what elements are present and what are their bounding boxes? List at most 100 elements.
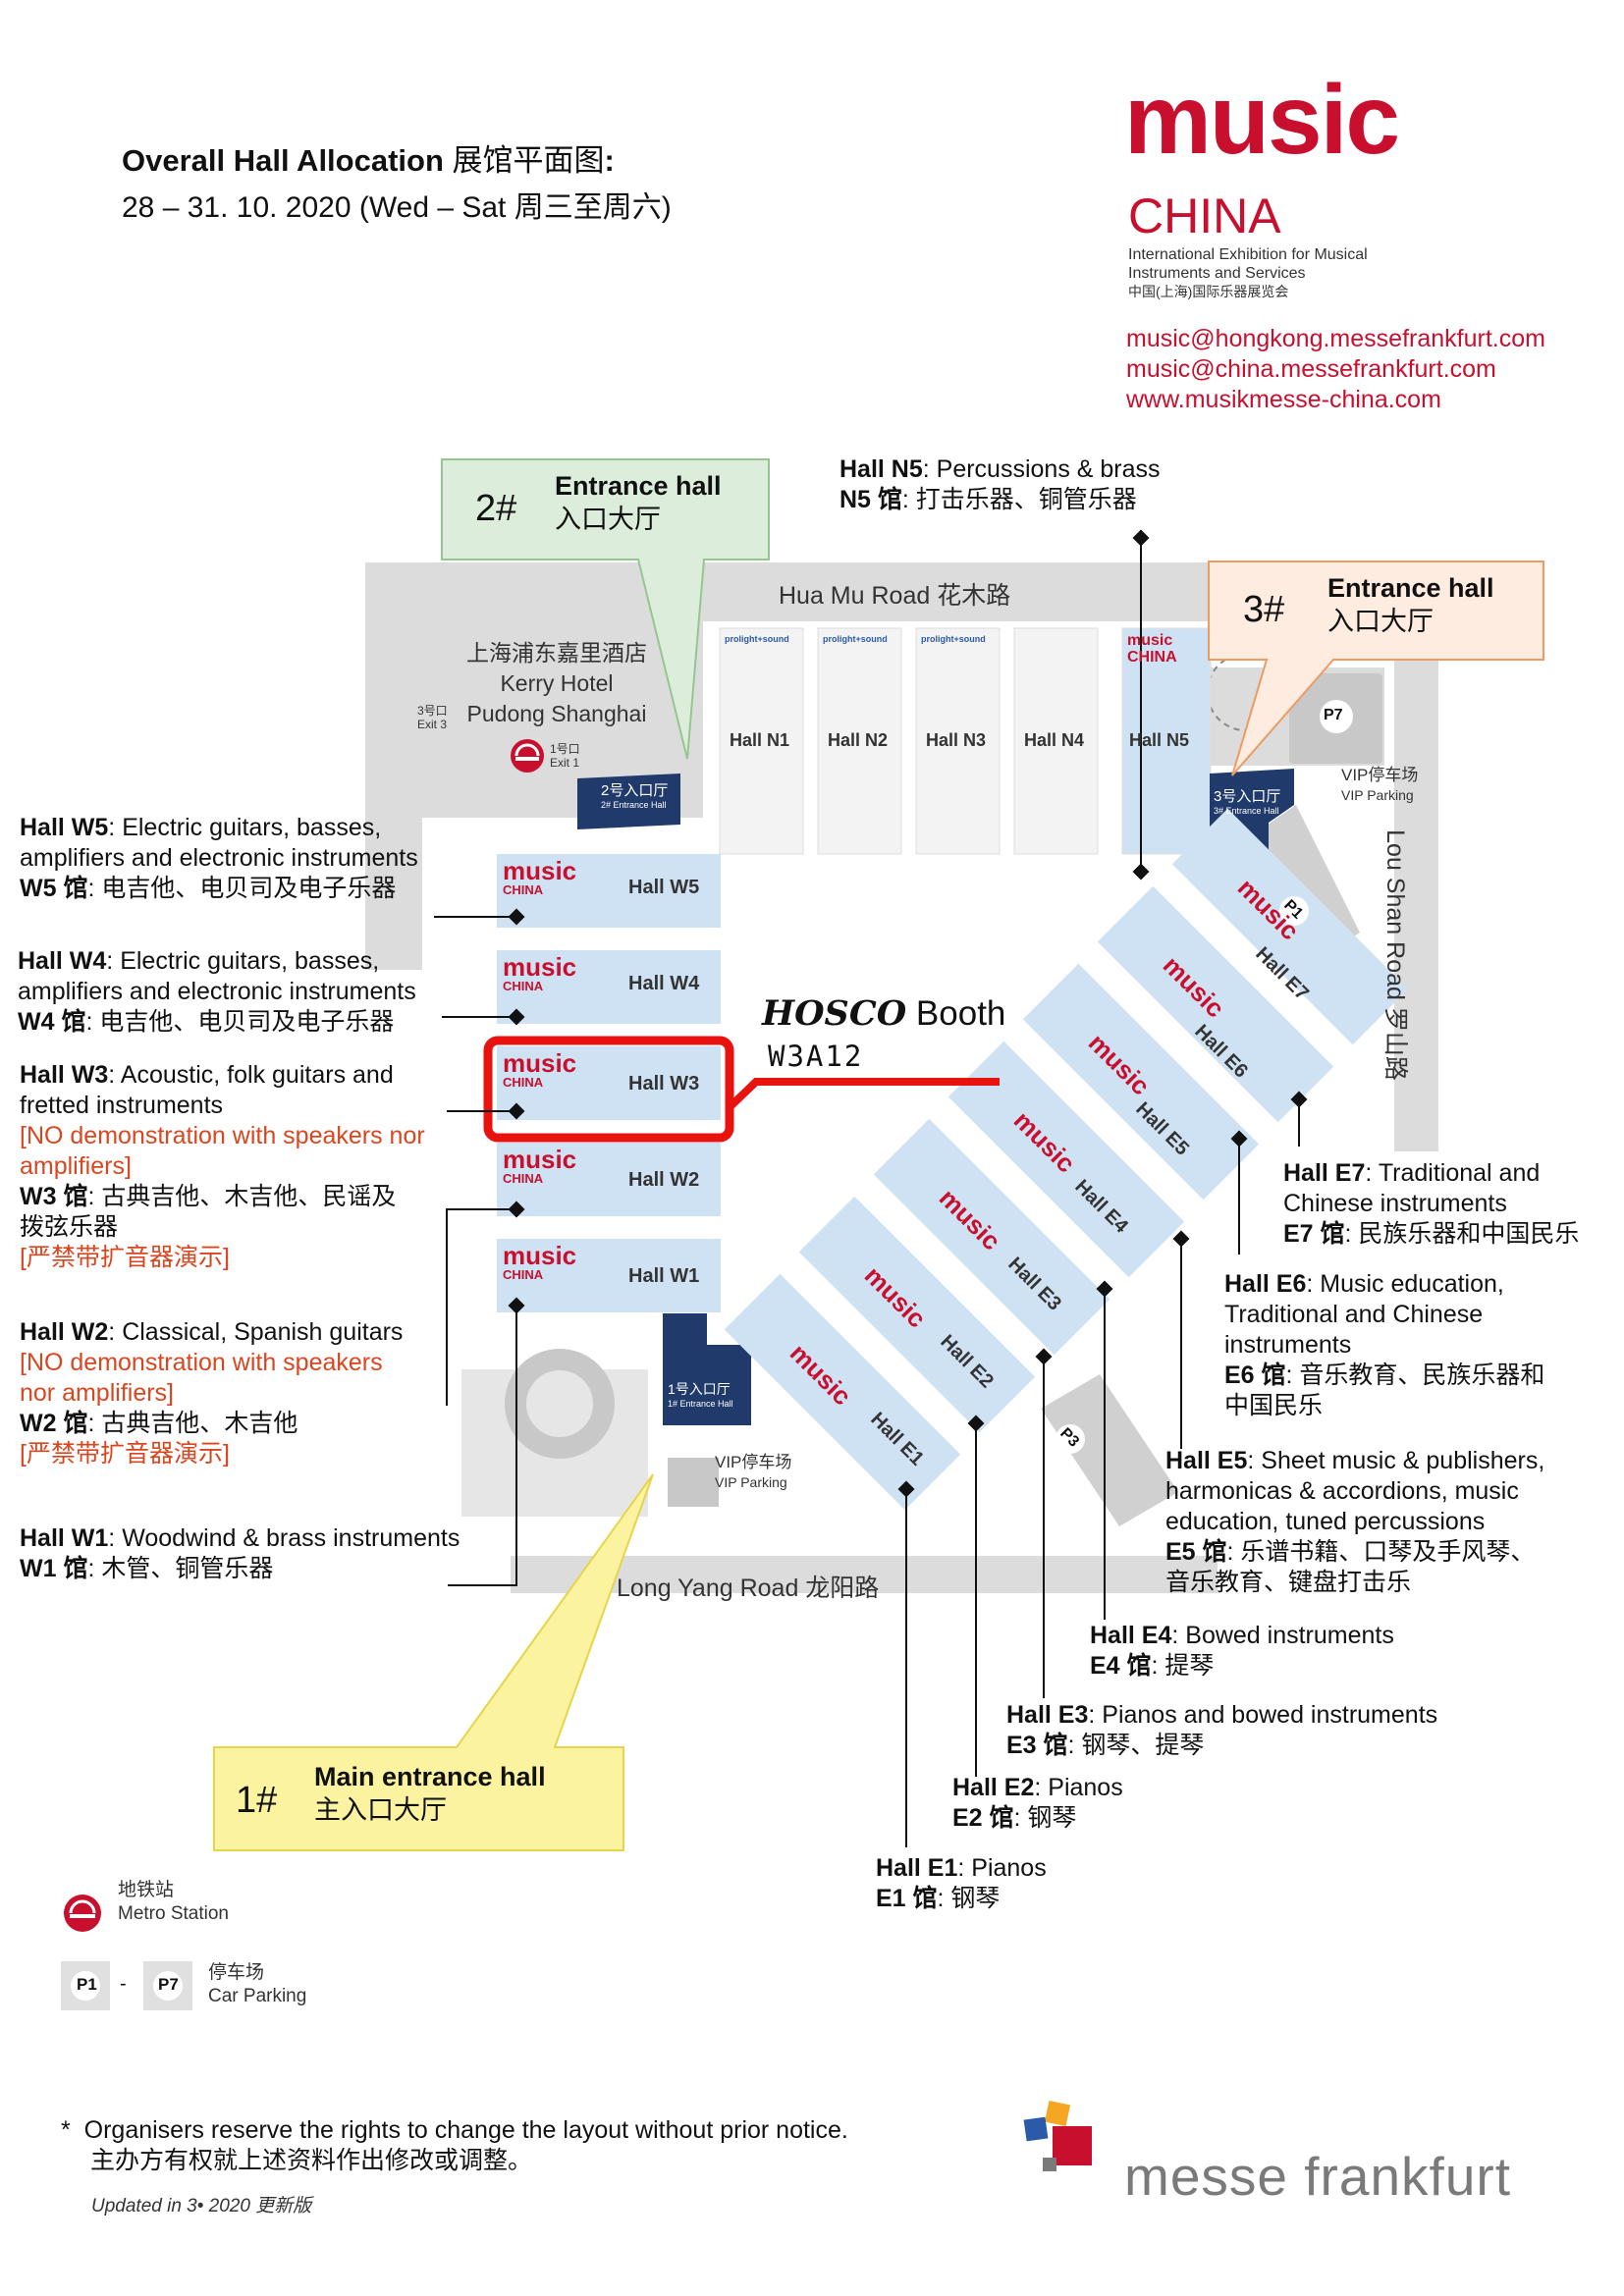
road-north-label: Hua Mu Road 花木路: [779, 582, 1011, 610]
leader-w1: [448, 1306, 517, 1586]
label-e3-name: Hall E3: [1006, 1701, 1089, 1729]
hosco-highlight-box[interactable]: [483, 1036, 734, 1143]
hall-w5-label: Hall W5: [628, 877, 700, 898]
leader-dots: [508, 529, 1308, 1498]
email-china-link[interactable]: music@china.messefrankfurt.com: [1126, 355, 1496, 383]
hosco-booth-title: HOSCO Booth: [762, 993, 1005, 1034]
entrance-2-label: Entrance hall 入口大厅: [555, 469, 722, 536]
label-w2-cn: : 古典吉他、木吉他: [87, 1410, 298, 1437]
east-halls: [724, 808, 1409, 1511]
footer-note-cn: 主办方有权就上述资料作出修改或调整。: [90, 2147, 533, 2174]
hosco-pointer-line: [727, 1078, 1000, 1110]
parking-p7-badge: P7: [1324, 707, 1343, 723]
label-e7-cn: : 民族乐器和中国民乐: [1344, 1220, 1580, 1248]
entrance-2-map-box[interactable]: [577, 774, 680, 829]
entrance-1-map-box[interactable]: [663, 1313, 751, 1425]
label-e1: Hall E1: Pianos E1 馆: 钢琴: [876, 1853, 1047, 1914]
title-colon: :: [604, 143, 615, 178]
event-dates: 28 – 31. 10. 2020 (Wed – Sat 周三至周六): [122, 191, 672, 224]
legend-parking-from: P1: [77, 1975, 97, 1994]
hall-w4-shape[interactable]: [497, 950, 721, 1024]
label-w3-warning-cn: [严禁带扩音器演示]: [20, 1244, 230, 1271]
website-link[interactable]: www.musikmesse-china.com: [1126, 386, 1441, 413]
label-w5-en2: amplifiers and electronic instruments: [20, 844, 418, 872]
entrance-3-number: 3#: [1243, 589, 1285, 630]
label-e5: Hall E5: Sheet music & publishers, harmo…: [1165, 1446, 1544, 1598]
exit-3-label: 3号口 Exit 3: [417, 704, 448, 731]
label-w5-en: : Electric guitars, basses,: [108, 814, 382, 841]
entrance-3-cn: 入口大厅: [1327, 607, 1434, 636]
label-w4: Hall W4: Electric guitars, basses, ampli…: [18, 946, 416, 1038]
china-logo-word: CHINA: [1128, 188, 1281, 243]
hall-w2-logo-china: CHINA: [503, 1171, 544, 1186]
label-w3: Hall W3: Acoustic, folk guitars and fret…: [20, 1060, 425, 1273]
tagline-line1: International Exhibition for Musical: [1128, 246, 1368, 263]
hall-e5-shape[interactable]: [1022, 963, 1260, 1201]
hall-n3-shape[interactable]: [915, 627, 1001, 855]
hall-e4-shape[interactable]: [947, 1041, 1185, 1278]
label-e6-cn2: 中国民乐: [1224, 1392, 1324, 1419]
hall-n4-shape[interactable]: [1013, 627, 1099, 855]
hall-e6-shape[interactable]: [1097, 885, 1334, 1123]
label-e2-cn-name: E2 馆: [952, 1804, 1014, 1832]
hall-n2-shape[interactable]: [817, 627, 902, 855]
legend-metro: 地铁站 Metro Station: [118, 1879, 229, 1926]
legend-parking: 停车场 Car Parking: [208, 1961, 306, 2008]
hall-e3-shape[interactable]: [873, 1118, 1110, 1356]
exit-3-cn: 3号口: [417, 704, 448, 718]
label-w3-cn-name: W3 馆: [20, 1183, 88, 1210]
label-w2-warning-cn: [严禁带扩音器演示]: [20, 1440, 230, 1468]
hall-w3-logo-china: CHINA: [503, 1075, 544, 1090]
entrance-1-en: Main entrance hall: [314, 1762, 546, 1791]
label-w2-warning2: nor amplifiers]: [20, 1379, 174, 1407]
label-w4-en2: amplifiers and electronic instruments: [18, 978, 416, 1005]
hall-w4-logo-music: music: [503, 952, 577, 982]
west-halls: [497, 854, 721, 1312]
hall-w2-logo-music: music: [503, 1145, 577, 1174]
hall-n1-shape[interactable]: [719, 627, 804, 855]
leader-w2: [446, 1208, 516, 1406]
label-e2-name: Hall E2: [952, 1774, 1035, 1801]
hosco-booth-word: Booth: [915, 994, 1006, 1033]
label-w2-name: Hall W2: [20, 1318, 109, 1346]
legend-metro-cn: 地铁站: [118, 1880, 175, 1900]
hall-n5-shape[interactable]: [1121, 627, 1212, 855]
hall-e1-shape[interactable]: [724, 1273, 961, 1511]
hall-w1-logo-music: music: [503, 1241, 577, 1270]
entrance-3-callout: [1208, 561, 1544, 776]
label-w5-cn-name: W5 馆: [20, 875, 88, 902]
label-w5-cn: : 电吉他、电贝司及电子乐器: [87, 875, 397, 902]
entrance-2-en: Entrance hall: [555, 471, 722, 501]
label-e1-cn-name: E1 馆: [876, 1885, 938, 1912]
entrance-1-map-label: 1号入口厅 1# Entrance Hall: [668, 1382, 733, 1412]
hall-w1-shape[interactable]: [497, 1239, 721, 1312]
contact-block: music@hongkong.messefrankfurt.com music@…: [1126, 324, 1545, 415]
label-e1-en: : Pianos: [957, 1854, 1047, 1882]
hall-n3-badge: prolight+sound: [921, 634, 986, 644]
label-e4: Hall E4: Bowed instruments E4 馆: 提琴: [1090, 1621, 1394, 1682]
hall-e2-shape[interactable]: [798, 1196, 1036, 1433]
label-e4-cn: : 提琴: [1151, 1652, 1215, 1680]
label-w1-name: Hall W1: [20, 1524, 109, 1552]
hall-w4-logo-china: CHINA: [503, 979, 544, 993]
label-n5-cn-name: N5 馆: [839, 486, 902, 513]
label-w3-name: Hall W3: [20, 1061, 109, 1089]
entrance-3-map-label: 3号入口厅 3# Entrance Hall: [1214, 789, 1280, 819]
hosco-brand: HOSCO: [762, 993, 907, 1034]
footer-note-star: *: [61, 2116, 71, 2144]
label-w3-en2: fretted instruments: [20, 1092, 224, 1119]
hall-w1-label: Hall W1: [628, 1265, 700, 1287]
label-e6-cn-name: E6 馆: [1224, 1362, 1286, 1389]
metro-symbols: [64, 739, 544, 1932]
label-e1-cn: : 钢琴: [937, 1885, 1001, 1912]
label-e6-name: Hall E6: [1224, 1270, 1307, 1298]
email-hongkong-link[interactable]: music@hongkong.messefrankfurt.com: [1126, 325, 1545, 352]
hotel-en1: Kerry Hotel: [500, 670, 614, 696]
hall-w2-shape[interactable]: [497, 1143, 721, 1216]
hall-w5-shape[interactable]: [497, 854, 721, 928]
label-w3-warning2: amplifiers]: [20, 1152, 132, 1180]
label-n5-cn: : 打击乐器、铜管乐器: [901, 486, 1137, 513]
hall-e7-shape[interactable]: [1171, 808, 1409, 1045]
hall-w3-shape[interactable]: [497, 1046, 721, 1120]
